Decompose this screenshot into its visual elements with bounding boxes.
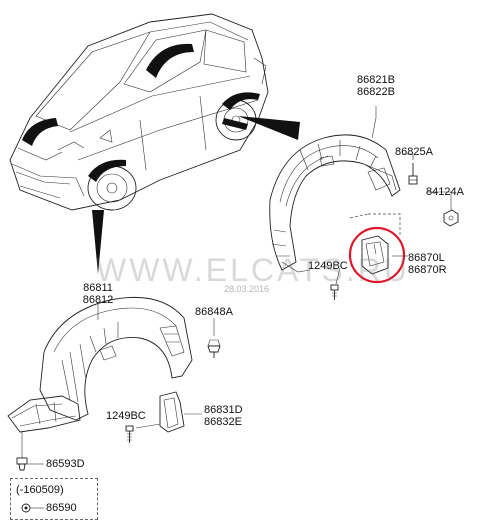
label-front-guard-rh[interactable]: 86812 (82, 294, 114, 306)
rear-pointer-arrow (238, 116, 300, 140)
watermark-text: WWW.ELCATS.RU (96, 252, 410, 288)
front-wheel-guard-drawing (7, 296, 193, 433)
front-clip-86848A-drawing (207, 339, 221, 358)
label-front-nut[interactable]: 86593D (46, 458, 85, 470)
label-front-clip[interactable]: 86848A (195, 306, 233, 318)
rear-nut-84124A-drawing (426, 191, 459, 227)
label-note-range: (-160509) (16, 484, 64, 496)
label-rear-flap-rh[interactable]: 86870R (408, 264, 447, 276)
highlight-circle (348, 226, 406, 284)
label-front-screw[interactable]: 1249BC (106, 410, 146, 422)
label-rear-clip[interactable]: 86825A (395, 146, 433, 158)
label-front-guard-lh[interactable]: 86811 (83, 282, 113, 294)
label-front-flap-rh[interactable]: 86832E (204, 416, 242, 428)
car-illustration (9, 13, 269, 211)
label-rear-nut[interactable]: 84124A (426, 186, 464, 198)
front-screw-1249BC-drawing (125, 423, 161, 443)
label-rear-flap-lh[interactable]: 86870L (408, 252, 445, 264)
note-part-86590-drawing (21, 503, 44, 513)
front-mud-flap-drawing (159, 391, 202, 433)
rear-clip-86825A-drawing (408, 163, 418, 185)
label-front-flap-lh[interactable]: 86831D (204, 404, 243, 416)
rear-screw-1249BC-drawing (330, 267, 341, 300)
note-box (10, 478, 98, 520)
label-rear-guard-lh[interactable]: 86821B (357, 74, 395, 86)
label-rear-screw[interactable]: 1249BC (308, 260, 348, 272)
front-pointer-arrow (92, 210, 104, 274)
label-rear-guard-rh[interactable]: 86822B (357, 86, 395, 98)
rear-mud-flap-drawing (361, 235, 389, 275)
front-nut-86593D-drawing (16, 457, 44, 471)
rear-wheel-guard-drawing (269, 134, 401, 273)
label-note-part[interactable]: 86590 (46, 502, 77, 514)
watermark-date: 28.03.2016 (224, 284, 270, 294)
